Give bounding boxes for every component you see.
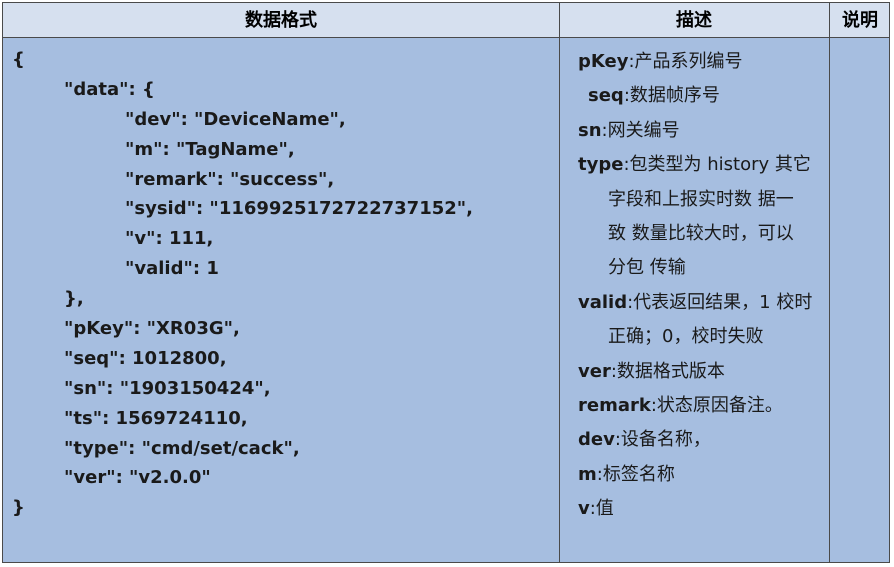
desc-text: :产品系列编号	[628, 51, 743, 72]
desc-text: :值	[589, 498, 614, 520]
desc-line-v: v:值	[560, 492, 829, 526]
code-line: "dev": "DeviceName",	[125, 108, 346, 130]
desc-key: seq	[588, 85, 624, 107]
desc-text: :数据帧序号	[623, 85, 720, 107]
header-notes: 说明	[842, 10, 878, 31]
code-line: "ts": 1569724110,	[64, 407, 248, 429]
desc-text: 字段和上报实时数 据一	[608, 188, 794, 210]
desc-text: 致 数量比较大时，可以	[608, 222, 794, 244]
code-line: }	[12, 497, 25, 519]
desc-line-sn: sn:网关编号	[560, 114, 829, 148]
desc-text: :标签名称	[596, 463, 675, 485]
column-divider-1	[559, 3, 560, 562]
code-line: "sn": "1903150424",	[64, 377, 271, 399]
code-line: "sysid": "1169925172722737152",	[125, 198, 473, 220]
code-line: "ver": "v2.0.0"	[64, 467, 211, 489]
desc-key: remark	[578, 394, 651, 416]
code-line: {	[12, 49, 25, 70]
desc-text: 分包 传输	[608, 257, 686, 279]
desc-key: type	[578, 154, 624, 176]
desc-key: ver	[578, 360, 611, 382]
desc-text: :数据格式版本	[610, 360, 725, 382]
table-header-row: 数据格式 描述 说明	[3, 3, 889, 38]
desc-text: :状态原因备注。	[650, 394, 783, 416]
code-line: "remark": "success",	[125, 168, 335, 190]
desc-line-type-cont: 分包 传输	[560, 251, 829, 285]
code-line: "type": "cmd/set/cack",	[64, 437, 300, 459]
json-code-cell: { "data": { "dev": "DeviceName", "m": "T…	[3, 39, 559, 562]
desc-key: v	[578, 498, 590, 520]
desc-line-m: m:标签名称	[560, 458, 829, 492]
desc-text: :设备名称，	[614, 429, 711, 451]
desc-line-seq: seq:数据帧序号	[560, 79, 829, 113]
desc-line-remark: remark:状态原因备注。	[560, 389, 829, 423]
header-data-format: 数据格式	[245, 10, 317, 31]
desc-key: m	[578, 463, 597, 485]
column-divider-2	[829, 3, 830, 562]
desc-text: :包类型为 history 其它	[623, 154, 811, 176]
code-line: "valid": 1	[125, 258, 219, 280]
code-line: "pKey": "XR03G",	[64, 318, 240, 340]
desc-key: sn	[578, 119, 602, 141]
description-cell: pKey:产品系列编号 seq:数据帧序号 sn:网关编号 type:包类型为 …	[560, 39, 829, 562]
code-line: "data": {	[64, 78, 155, 100]
code-line: },	[64, 288, 84, 310]
desc-text: 正确；0，校时失败	[608, 326, 764, 348]
desc-line-valid: valid:代表返回结果，1 校时	[560, 286, 829, 320]
code-line: "v": 111,	[125, 228, 214, 250]
desc-line-type: type:包类型为 history 其它	[560, 148, 829, 182]
desc-key: pKey	[578, 51, 629, 72]
desc-line-valid-cont: 正确；0，校时失败	[560, 320, 829, 354]
desc-line-type-cont: 致 数量比较大时，可以	[560, 217, 829, 251]
code-line: "m": "TagName",	[125, 138, 295, 160]
desc-text: :网关编号	[601, 119, 680, 141]
desc-line-type-cont: 字段和上报实时数 据一	[560, 183, 829, 217]
desc-text: :代表返回结果，1 校时	[627, 291, 813, 313]
desc-line-ver: ver:数据格式版本	[560, 355, 829, 389]
desc-line-dev: dev:设备名称，	[560, 423, 829, 457]
code-line: "seq": 1012800,	[64, 347, 227, 369]
header-description: 描述	[676, 10, 712, 31]
desc-line-pkey: pKey:产品系列编号	[560, 45, 829, 79]
desc-key: valid	[578, 291, 628, 313]
desc-key: dev	[578, 429, 615, 451]
